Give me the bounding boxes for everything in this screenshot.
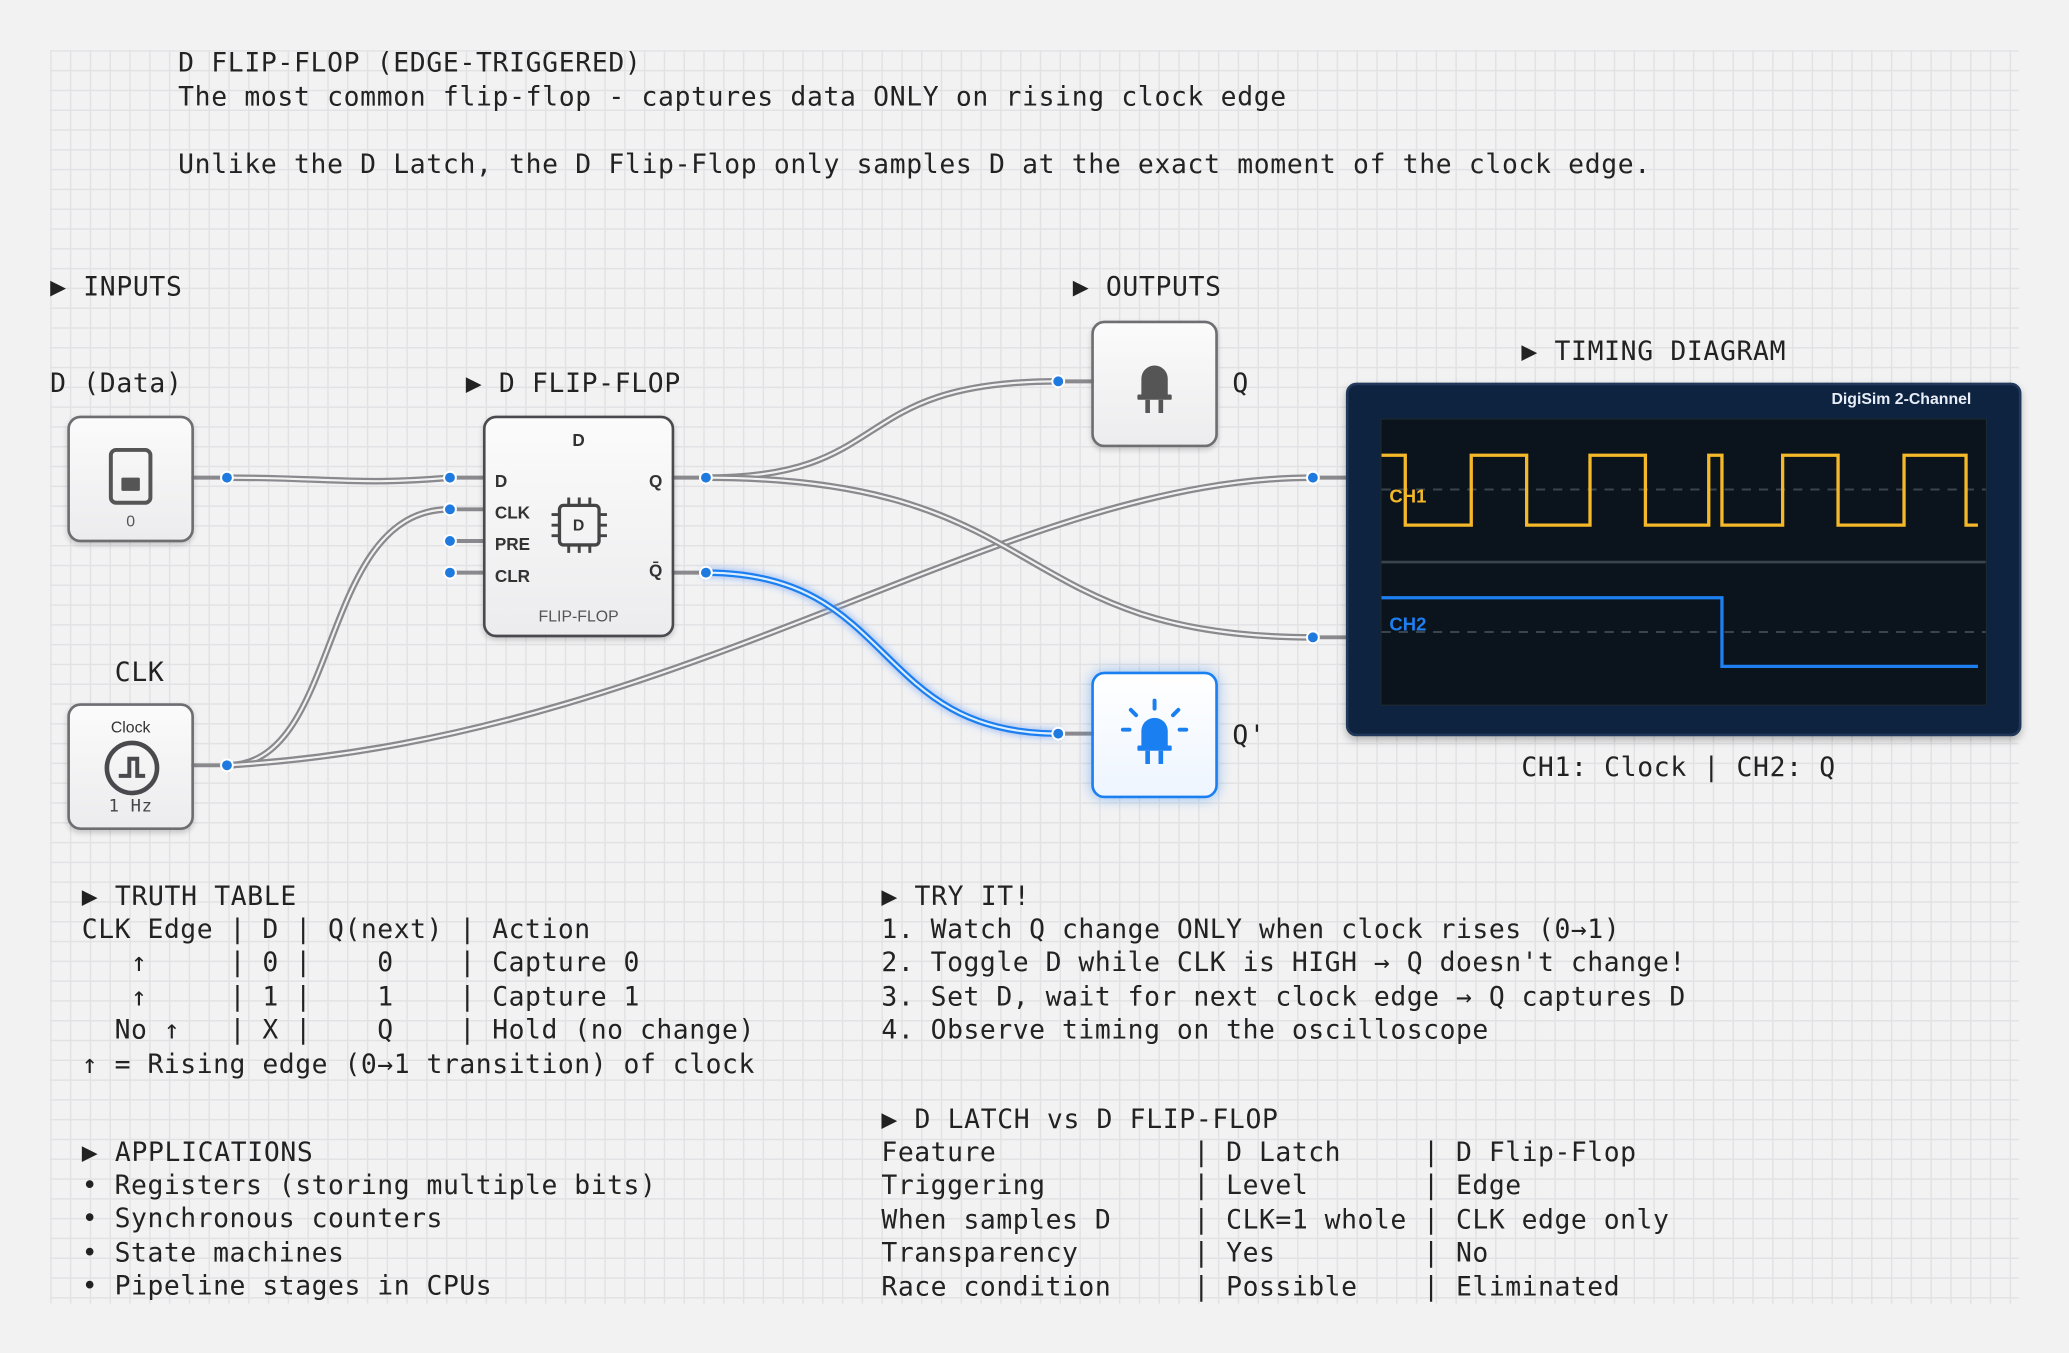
port-dot[interactable] bbox=[220, 470, 234, 485]
comparison-row: Feature | D Latch | D Flip-Flop bbox=[881, 1136, 1637, 1168]
q-output-led[interactable] bbox=[1091, 320, 1218, 448]
bulb-off-icon bbox=[1137, 365, 1172, 414]
ch1-trace bbox=[1381, 453, 1978, 527]
truth-table-row: CLK Edge | D | Q(next) | Action bbox=[81, 913, 591, 945]
ff-top-label: D bbox=[572, 430, 585, 450]
comparison-row: When samples D | CLK=1 whole | CLK edge … bbox=[881, 1203, 1670, 1235]
ch1-label: CH1 bbox=[1389, 485, 1427, 507]
port-dot[interactable] bbox=[699, 470, 713, 485]
application-item: • Synchronous counters bbox=[81, 1202, 443, 1235]
truth-table-row: No ↑ | X | Q | Hold (no change) bbox=[81, 1013, 755, 1046]
clock-source[interactable]: Clock 1 Hz bbox=[67, 703, 194, 830]
comparison-row: Transparency | Yes | No bbox=[881, 1236, 1489, 1269]
ff-footer: FLIP-FLOP bbox=[538, 606, 619, 626]
port-dot[interactable] bbox=[699, 565, 713, 580]
qbar-output-led[interactable] bbox=[1091, 671, 1218, 799]
scope-screen: CH1 CH2 bbox=[1380, 418, 1988, 706]
ch2-label: CH2 bbox=[1389, 613, 1427, 635]
port-dot[interactable] bbox=[1305, 470, 1320, 485]
wire-qbar-to-led bbox=[702, 569, 1062, 737]
comparison-row: Triggering | Level | Edge bbox=[881, 1169, 1522, 1202]
pin-q: Q bbox=[649, 471, 663, 491]
wire-clk-to-scope bbox=[223, 474, 1317, 769]
pin-qbar: Q̄ bbox=[649, 560, 663, 581]
port-dot[interactable] bbox=[220, 758, 234, 773]
wire-q-to-led bbox=[702, 378, 1062, 481]
try-it-step: 1. Watch Q change ONLY when clock rises … bbox=[881, 913, 1621, 945]
switch-icon bbox=[108, 447, 153, 505]
d-input-label: D (Data) bbox=[50, 366, 183, 399]
flipflop-heading: ▶ D FLIP-FLOP bbox=[465, 366, 681, 399]
d-flip-flop[interactable]: D D CLK PRE CLR Q Q̄ D FLIP-FLOP bbox=[482, 415, 675, 638]
try-it-step: 3. Set D, wait for next clock edge → Q c… bbox=[881, 980, 1686, 1012]
application-item: • State machines bbox=[81, 1236, 345, 1268]
port-dot[interactable] bbox=[443, 565, 457, 580]
port-dot[interactable] bbox=[1051, 726, 1066, 741]
truth-table-row: ↑ | 0 | 0 | Capture 0 bbox=[81, 946, 640, 979]
pin-clr: CLR bbox=[494, 566, 531, 586]
ch2-trace bbox=[1381, 596, 1978, 668]
oscilloscope[interactable]: DigiSim 2-Channel CH1 CH2 bbox=[1345, 382, 2022, 737]
application-item: • Pipeline stages in CPUs bbox=[81, 1269, 493, 1302]
scope-caption: CH1: Clock | CH2: Q bbox=[1521, 750, 1836, 783]
applications-heading: ▶ APPLICATIONS bbox=[81, 1136, 314, 1168]
pin-clk: CLK bbox=[494, 502, 531, 523]
d-toggle-switch[interactable]: 0 bbox=[67, 415, 194, 543]
try-it-step: 4. Observe timing on the oscilloscope bbox=[881, 1013, 1489, 1046]
scope-brand: DigiSim 2-Channel bbox=[1831, 389, 1972, 408]
truth-table-legend: ↑ = Rising edge (0→1 transition) of cloc… bbox=[81, 1047, 755, 1079]
bulb-on-icon bbox=[1120, 698, 1189, 764]
comparison-heading: ▶ D LATCH vs D FLIP-FLOP bbox=[881, 1103, 1279, 1135]
try-it-heading: ▶ TRY IT! bbox=[881, 880, 1031, 912]
clock-title: Clock bbox=[110, 717, 151, 737]
chip-label: D bbox=[572, 515, 585, 535]
timing-heading: ▶ TIMING DIAGRAM bbox=[1521, 335, 1787, 367]
clk-label: CLK bbox=[114, 655, 165, 688]
wire-q-to-scope bbox=[702, 474, 1317, 641]
port-dot[interactable] bbox=[443, 534, 457, 548]
page-subtitle: The most common flip-flop - captures dat… bbox=[178, 80, 1287, 113]
chip-icon bbox=[551, 497, 607, 553]
pin-pre: PRE bbox=[494, 534, 531, 555]
port-dot[interactable] bbox=[443, 470, 457, 485]
try-it-step: 2. Toggle D while CLK is HIGH → Q doesn'… bbox=[881, 946, 1686, 979]
pin-d: D bbox=[494, 471, 508, 491]
wire-clk-to-ff bbox=[223, 506, 454, 769]
qbar-output-label: Q' bbox=[1232, 719, 1266, 751]
scope-traces bbox=[1381, 453, 1986, 668]
application-item: • Registers (storing multiple bits) bbox=[81, 1169, 657, 1201]
wire-d-input bbox=[223, 474, 454, 485]
port-dot[interactable] bbox=[1305, 630, 1320, 645]
port-dot[interactable] bbox=[1051, 374, 1066, 389]
page-note: Unlike the D Latch, the D Flip-Flop only… bbox=[178, 147, 1651, 180]
clock-wave-icon bbox=[104, 740, 160, 796]
outputs-heading: ▶ OUTPUTS bbox=[1072, 270, 1222, 303]
q-output-label: Q bbox=[1232, 366, 1249, 399]
inputs-heading: ▶ INPUTS bbox=[50, 270, 183, 303]
truth-table-heading: ▶ TRUTH TABLE bbox=[81, 880, 297, 912]
page-title: D FLIP-FLOP (EDGE-TRIGGERED) bbox=[178, 46, 642, 78]
port-dot[interactable] bbox=[443, 502, 457, 517]
comparison-row: Race condition | Possible | Eliminated bbox=[881, 1270, 1621, 1302]
truth-table-row: ↑ | 1 | 1 | Capture 1 bbox=[81, 980, 640, 1012]
clock-frequency: 1 Hz bbox=[108, 796, 153, 817]
d-value: 0 bbox=[126, 511, 136, 531]
